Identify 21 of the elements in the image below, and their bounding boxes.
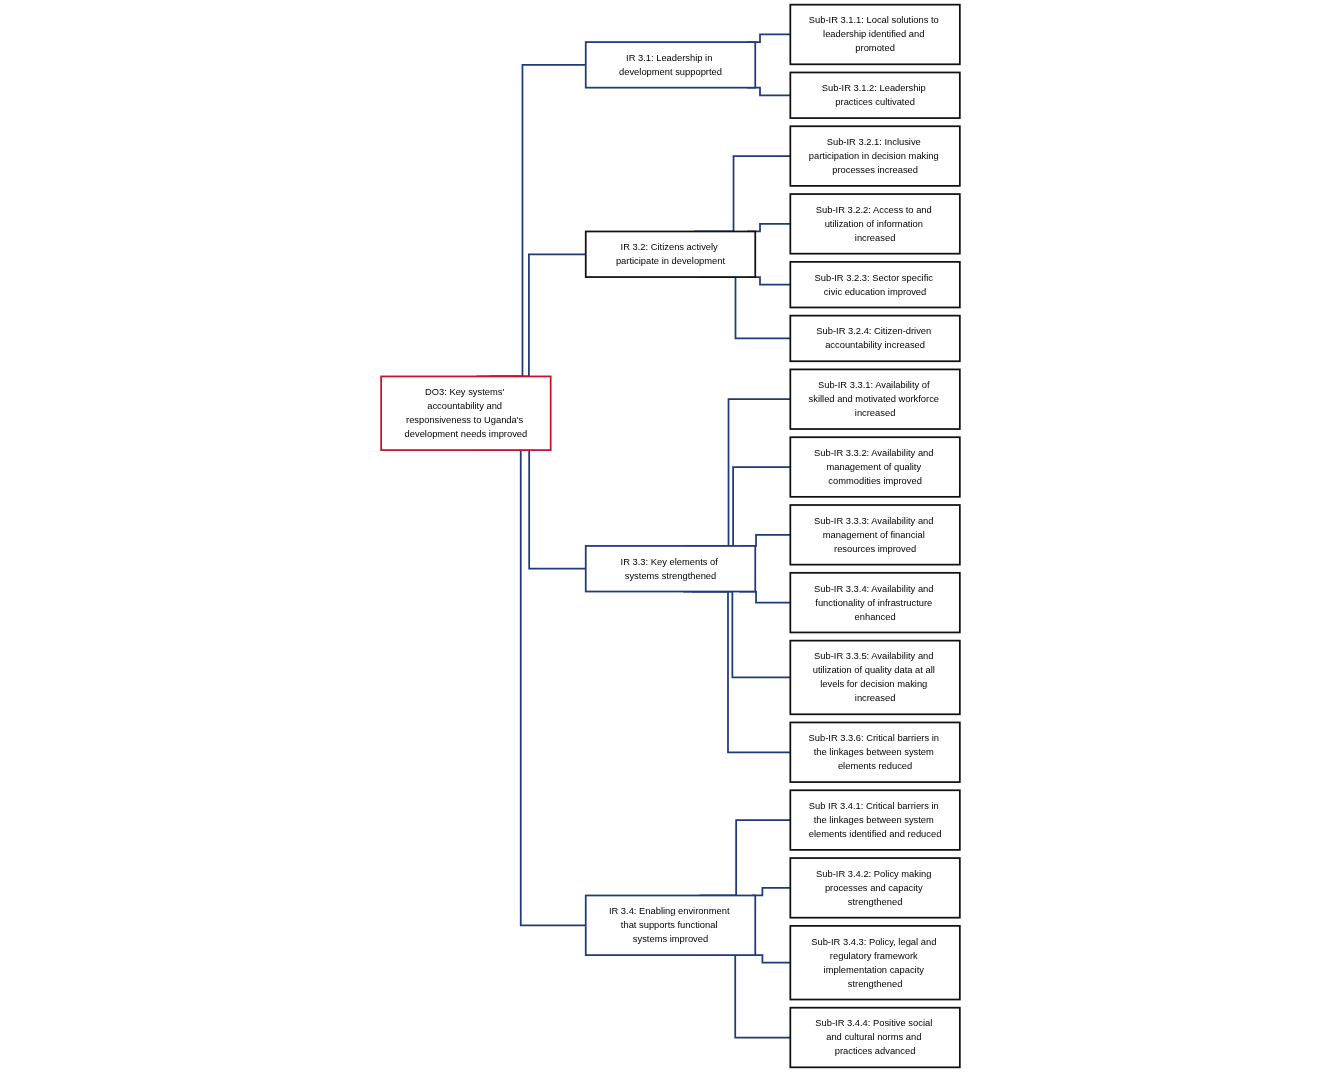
node-box: Sub-IR 3.3.5: Availability and utilization of quality data at all levels for decision making increased <box>789 639 961 716</box>
node-box: IR 3.4: Enabling environment that supports functional systems improved <box>584 894 757 956</box>
node-box: Sub-IR 3.1.1: Local solutions to leadership identified and promoted <box>789 3 961 66</box>
node-box: Sub-IR 3.3.4: Availability and functionality of infrastructure enhanced <box>789 571 961 634</box>
node-box: Sub-IR 3.2.3: Sector specific civic education improved <box>789 261 961 309</box>
node-box: Sub-IR 3.3.3: Availability and management of financial resources improved <box>789 504 961 566</box>
node-box: Sub-IR 3.2.2: Access to and utilization of information increased <box>789 193 961 255</box>
node-box: Sub-IR 3.2.1: Inclusive participation in decision making processes increased <box>789 125 961 187</box>
node-box: Sub-IR 3.2.4: Citizen-driven accountability increased <box>789 314 961 363</box>
node-box: Sub-IR 3.4.3: Policy, legal and regulatory framework implementation capacity strengthened <box>789 925 961 1001</box>
node-box: DO3: Key systems' accountability and responsiveness to Uganda's development needs improved <box>380 375 552 451</box>
node-box: Sub-IR 3.4.4: Positive social and cultural norms and practices advanced <box>789 1006 961 1069</box>
node-box: IR 3.3: Key elements of systems strengthened <box>584 545 757 593</box>
node-box: Sub IR 3.4.1: Critical barriers in the linkages between system elements identified and reduced <box>789 789 961 851</box>
node-box: IR 3.2: Citizens actively participate in development <box>584 230 757 278</box>
node-box: Sub-IR 3.4.2: Policy making processes and capacity strengthened <box>789 857 961 919</box>
node-box: Sub-IR 3.3.2: Availability and management of quality commodities improved <box>789 436 961 498</box>
node-box: IR 3.1: Leadership in development suppoprted <box>584 41 757 89</box>
node-box: Sub-IR 3.3.1: Availability of skilled and motivated workforce increased <box>789 368 961 430</box>
node-box: Sub-IR 3.1.2: Leadership practices cultivated <box>789 71 961 119</box>
node-box: Sub-IR 3.3.6: Critical barriers in the linkages between system elements reduced <box>789 721 961 783</box>
